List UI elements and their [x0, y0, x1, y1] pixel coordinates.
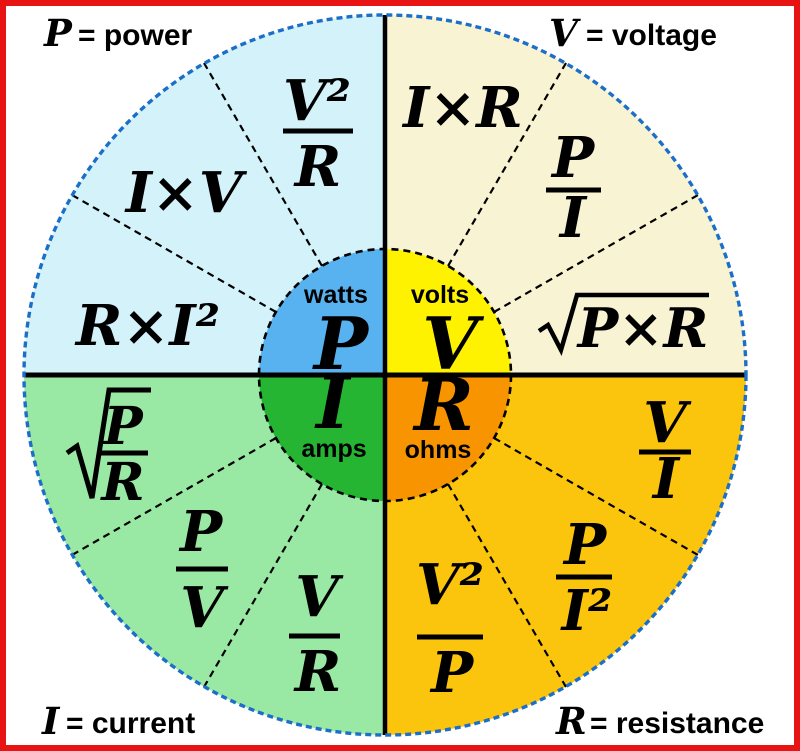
power-quadrant	[24, 15, 385, 375]
sector-divider	[203, 62, 323, 267]
sector-divider	[71, 437, 277, 556]
formula-p-over-i-squared-denominator: I²	[560, 578, 613, 644]
square-root-radical-icon	[65, 387, 151, 499]
formula-p-over-i-denominator: I	[558, 185, 588, 251]
sector-divider	[493, 194, 699, 313]
formula-p-over-v-denominator: V	[180, 575, 229, 641]
sector-divider	[71, 194, 277, 313]
outer-ring	[22, 13, 748, 737]
sector-divider	[203, 483, 323, 688]
current-label-symbol: I	[41, 699, 61, 743]
formula-r-times-i-squared: R×I²	[74, 293, 220, 359]
hub-voltage-symbol: V	[422, 301, 484, 386]
hub-volts-unit: volts	[411, 281, 469, 309]
formula-i-times-v: I×V	[124, 160, 248, 226]
hub-watts-unit: watts	[303, 281, 368, 309]
sector-divider	[493, 437, 699, 556]
resistance-quadrant	[385, 375, 746, 735]
formula-v-over-r-denominator: R	[293, 639, 342, 705]
hub-amps-unit: amps	[301, 435, 366, 463]
formula-v-squared-over-r-numerator: V²	[283, 68, 351, 134]
formula-v-squared-over-p-numerator: V²	[416, 552, 484, 618]
formula-i-times-r: I×R	[401, 75, 523, 141]
voltage-label-definition: = voltage	[586, 19, 717, 52]
hub-ohms-quarter	[385, 375, 511, 501]
hub-ohms-unit: ohms	[405, 436, 472, 464]
formula-sqrt-p-over-r-denominator: R	[99, 452, 144, 513]
formula-p-over-i-numerator: P	[550, 125, 596, 191]
hub-current-symbol: I	[314, 360, 352, 445]
formula-v-squared-over-p-denominator: P	[429, 640, 475, 706]
resistance-label-definition: = resistance	[590, 707, 764, 740]
formula-sqrt-p-over-r-numerator: P	[101, 396, 144, 457]
hub-watts-quarter	[259, 249, 385, 375]
square-root-radical-icon	[537, 292, 709, 357]
formula-v-over-r-numerator: V	[295, 564, 344, 630]
hub-volts-quarter	[385, 249, 511, 375]
voltage-quadrant	[385, 15, 746, 375]
formula-v-squared-over-r-denominator: R	[293, 134, 342, 200]
hub-resistance-symbol: R	[412, 362, 474, 447]
formula-v-over-i-numerator: V	[643, 390, 692, 456]
formula-sqrt-p-times-r-radicand: P×R	[576, 296, 709, 360]
sector-divider	[447, 483, 567, 688]
power-label-definition: = power	[78, 19, 193, 52]
voltage-label-symbol: V	[549, 11, 581, 55]
sector-divider	[447, 62, 567, 267]
hub-power-symbol: P	[312, 301, 370, 386]
formula-p-over-v-numerator: P	[178, 499, 224, 565]
formula-p-over-i-squared-numerator: P	[562, 512, 608, 578]
current-quadrant	[24, 375, 385, 735]
current-label-definition: = current	[66, 707, 195, 740]
resistance-label-symbol: R	[555, 699, 587, 743]
hub-amps-quarter	[259, 375, 385, 501]
formula-v-over-i-denominator: I	[651, 446, 681, 512]
power-label-symbol: P	[43, 11, 73, 55]
